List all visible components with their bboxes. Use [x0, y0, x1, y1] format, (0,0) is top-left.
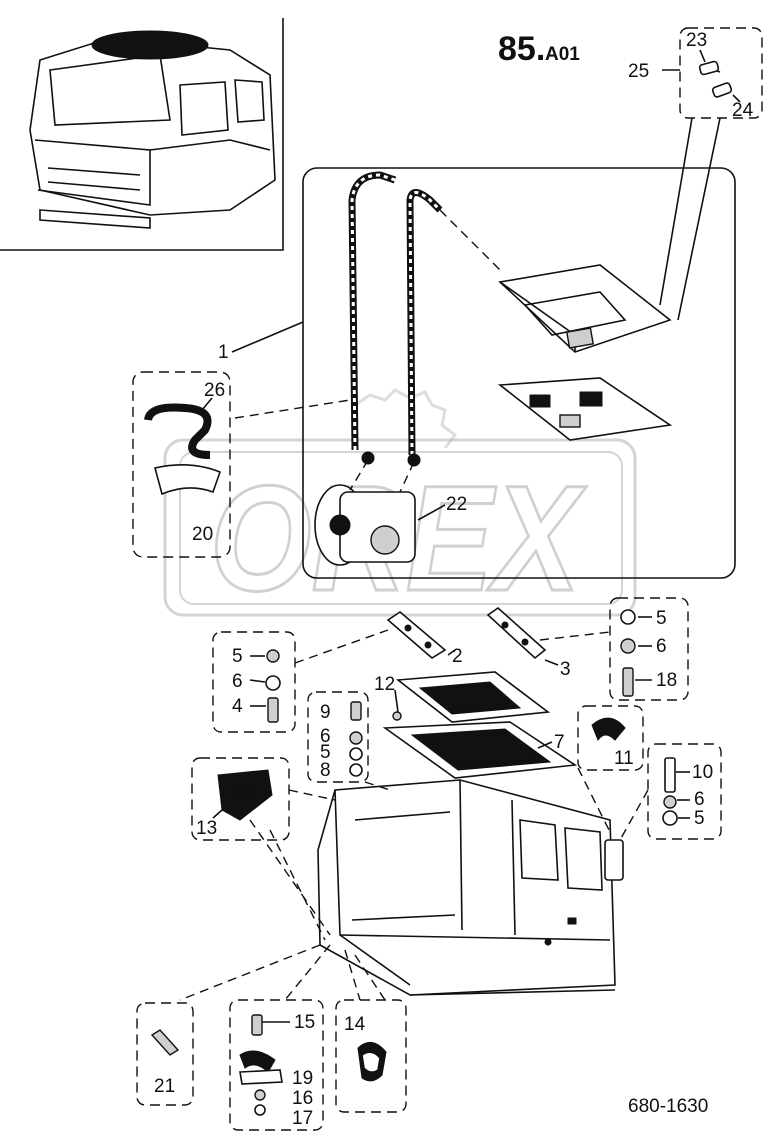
callout-box-25 — [679, 27, 763, 119]
roof-frame — [382, 671, 578, 779]
callout-1: 1 — [218, 342, 229, 363]
callout-11: 11 — [614, 748, 634, 769]
callout-15: 15 — [294, 1012, 315, 1033]
cab-body — [317, 779, 624, 996]
callout-4: 4 — [232, 696, 243, 717]
callout-25: 25 — [628, 61, 649, 82]
page-number: 85. — [498, 30, 545, 68]
cab-overview-inset — [0, 18, 284, 251]
callout-box-21 — [136, 1002, 194, 1106]
callout-13: 13 — [196, 818, 217, 839]
callout-20: 20 — [192, 524, 213, 545]
callout-18: 18 — [656, 670, 677, 691]
callout-12: 12 — [374, 674, 395, 695]
page-suffix: A01 — [545, 44, 580, 65]
callout-box-10-6-5 — [647, 743, 722, 840]
callout-5-left: 5 — [232, 646, 243, 667]
callout-7: 7 — [554, 732, 565, 753]
callout-box-14 — [335, 999, 407, 1113]
callout-5-center: 5 — [320, 742, 331, 763]
ac-grille — [497, 377, 673, 441]
roof-ac-unit — [498, 264, 672, 353]
callout-box-13 — [191, 757, 290, 841]
callout-box-15-19-16-17 — [229, 999, 324, 1131]
callout-box-11 — [577, 705, 644, 771]
callout-19: 19 — [292, 1068, 313, 1089]
callout-box-5-6-4 — [212, 631, 296, 733]
callout-10: 10 — [692, 762, 713, 783]
compressor — [314, 459, 416, 566]
callout-9: 9 — [320, 702, 331, 723]
callout-24: 24 — [732, 100, 754, 121]
bracket-3 — [486, 606, 547, 660]
callout-3: 3 — [560, 659, 571, 680]
callout-6-right-bottom: 6 — [694, 789, 705, 810]
callout-16: 16 — [292, 1088, 313, 1109]
callout-23: 23 — [686, 30, 707, 51]
callout-5-right-bottom: 5 — [694, 808, 705, 829]
callout-labels: 1 2 3 4 5 5 5 5 6 6 6 6 7 8 9 10 11 12 1… — [154, 30, 754, 1129]
callout-21: 21 — [154, 1076, 175, 1097]
callout-14: 14 — [344, 1014, 366, 1035]
callout-box-26-20 — [132, 371, 231, 558]
callout-2: 2 — [452, 646, 463, 667]
document-number: 680-1630 — [628, 1096, 708, 1117]
bracket-2 — [386, 611, 447, 659]
callout-6-center: 6 — [320, 726, 331, 747]
callout-26: 26 — [204, 380, 225, 401]
ac-unit-box — [302, 167, 736, 579]
callout-6-right-top: 6 — [656, 636, 667, 657]
callout-box-9-6-5-8 — [307, 691, 369, 783]
callout-17: 17 — [292, 1108, 313, 1129]
callout-8: 8 — [320, 760, 331, 781]
callout-box-5-6-18 — [609, 597, 689, 701]
callout-22: 22 — [446, 494, 467, 515]
callout-6-left: 6 — [232, 671, 243, 692]
callout-5-right-top: 5 — [656, 608, 667, 629]
